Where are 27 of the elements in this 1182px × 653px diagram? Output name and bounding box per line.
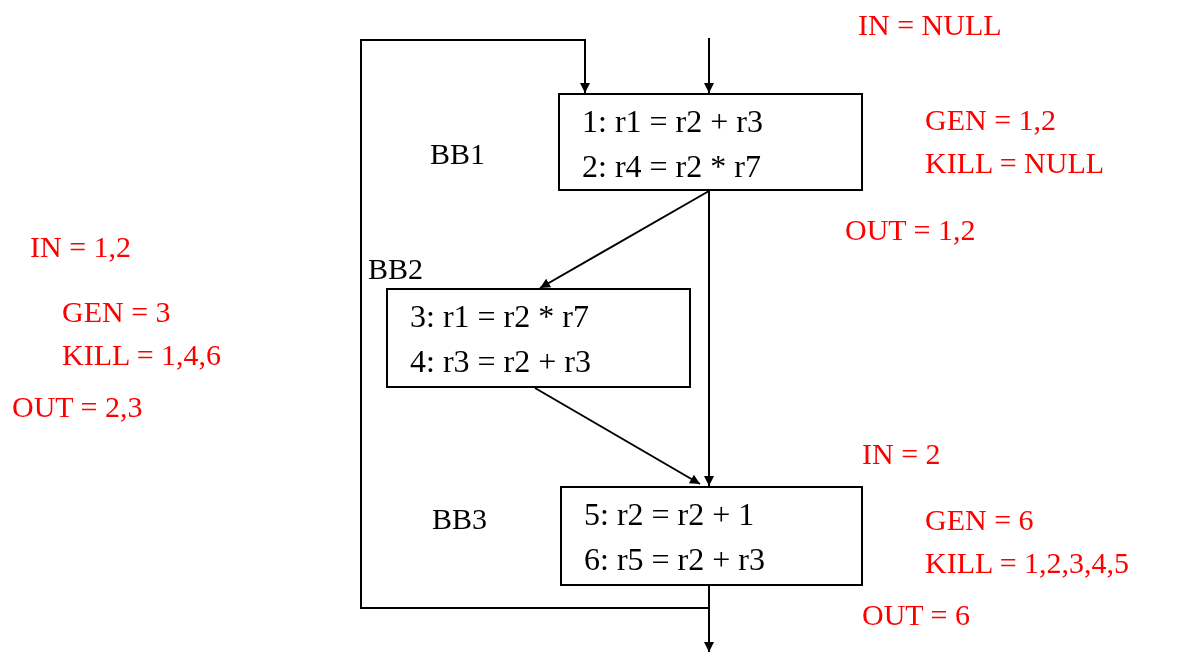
arrow <box>704 190 714 487</box>
arrow <box>704 37 714 94</box>
dataflow-annotation: IN = NULL <box>858 8 1002 42</box>
dataflow-annotation: IN = 2 <box>862 437 941 471</box>
code-line: 1: r1 = r2 + r3 <box>582 102 764 141</box>
arrow <box>704 585 714 653</box>
code-line: 4: r3 = r2 + r3 <box>410 342 592 381</box>
code-line: 3: r1 = r2 * r7 <box>410 297 590 336</box>
block-label: BB3 <box>432 502 488 536</box>
dataflow-annotation: OUT = 6 <box>862 598 971 632</box>
dataflow-annotation: KILL = NULL <box>925 146 1105 180</box>
arrow <box>534 387 701 485</box>
dataflow-annotation: GEN = 6 <box>925 503 1034 537</box>
arrow <box>360 39 710 609</box>
dataflow-annotation: GEN = 1,2 <box>925 103 1057 137</box>
arrow <box>539 190 710 289</box>
dataflow-annotation: KILL = 1,4,6 <box>62 338 222 372</box>
dataflow-annotation: GEN = 3 <box>62 295 171 329</box>
dataflow-annotation: IN = 1,2 <box>30 230 132 264</box>
dataflow-annotation: OUT = 2,3 <box>12 390 143 424</box>
block-label: BB2 <box>368 252 424 286</box>
dataflow-annotation: OUT = 1,2 <box>845 213 976 247</box>
dataflow-annotation: KILL = 1,2,3,4,5 <box>925 546 1130 580</box>
code-line: 6: r5 = r2 + r3 <box>584 540 766 579</box>
code-line: 2: r4 = r2 * r7 <box>582 147 762 186</box>
code-line: 5: r2 = r2 + 1 <box>584 495 756 534</box>
block-label: BB1 <box>430 137 486 171</box>
